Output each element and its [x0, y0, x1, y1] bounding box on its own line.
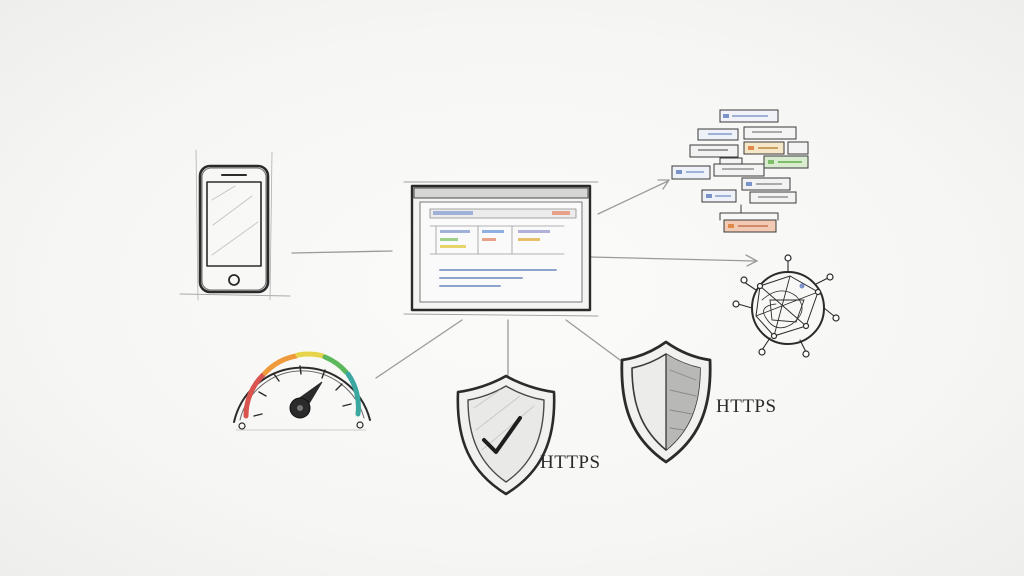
network-globe-icon: [732, 254, 840, 358]
https-label-center-shield: HTTPS: [540, 452, 601, 473]
connectors: [291, 179, 759, 379]
sitemap-icon: [671, 109, 809, 233]
speedometer-gauge-icon: [233, 351, 371, 431]
https-label-right-shield: HTTPS: [716, 396, 777, 417]
browser-window-icon: [403, 181, 599, 317]
connector-browser-network: [589, 256, 756, 262]
connector-browser-shield-2: [565, 319, 621, 361]
shield-icon: [620, 340, 712, 464]
smartphone-icon: [179, 149, 291, 301]
connector-browser-sitemap: [597, 180, 669, 215]
connector-arrowhead-network: [745, 254, 759, 267]
connector-phone-browser: [291, 250, 393, 254]
shield-checkmark-icon: [456, 374, 556, 496]
connector-browser-gauge: [375, 319, 463, 379]
connector-arrowhead-sitemap: [657, 179, 671, 190]
